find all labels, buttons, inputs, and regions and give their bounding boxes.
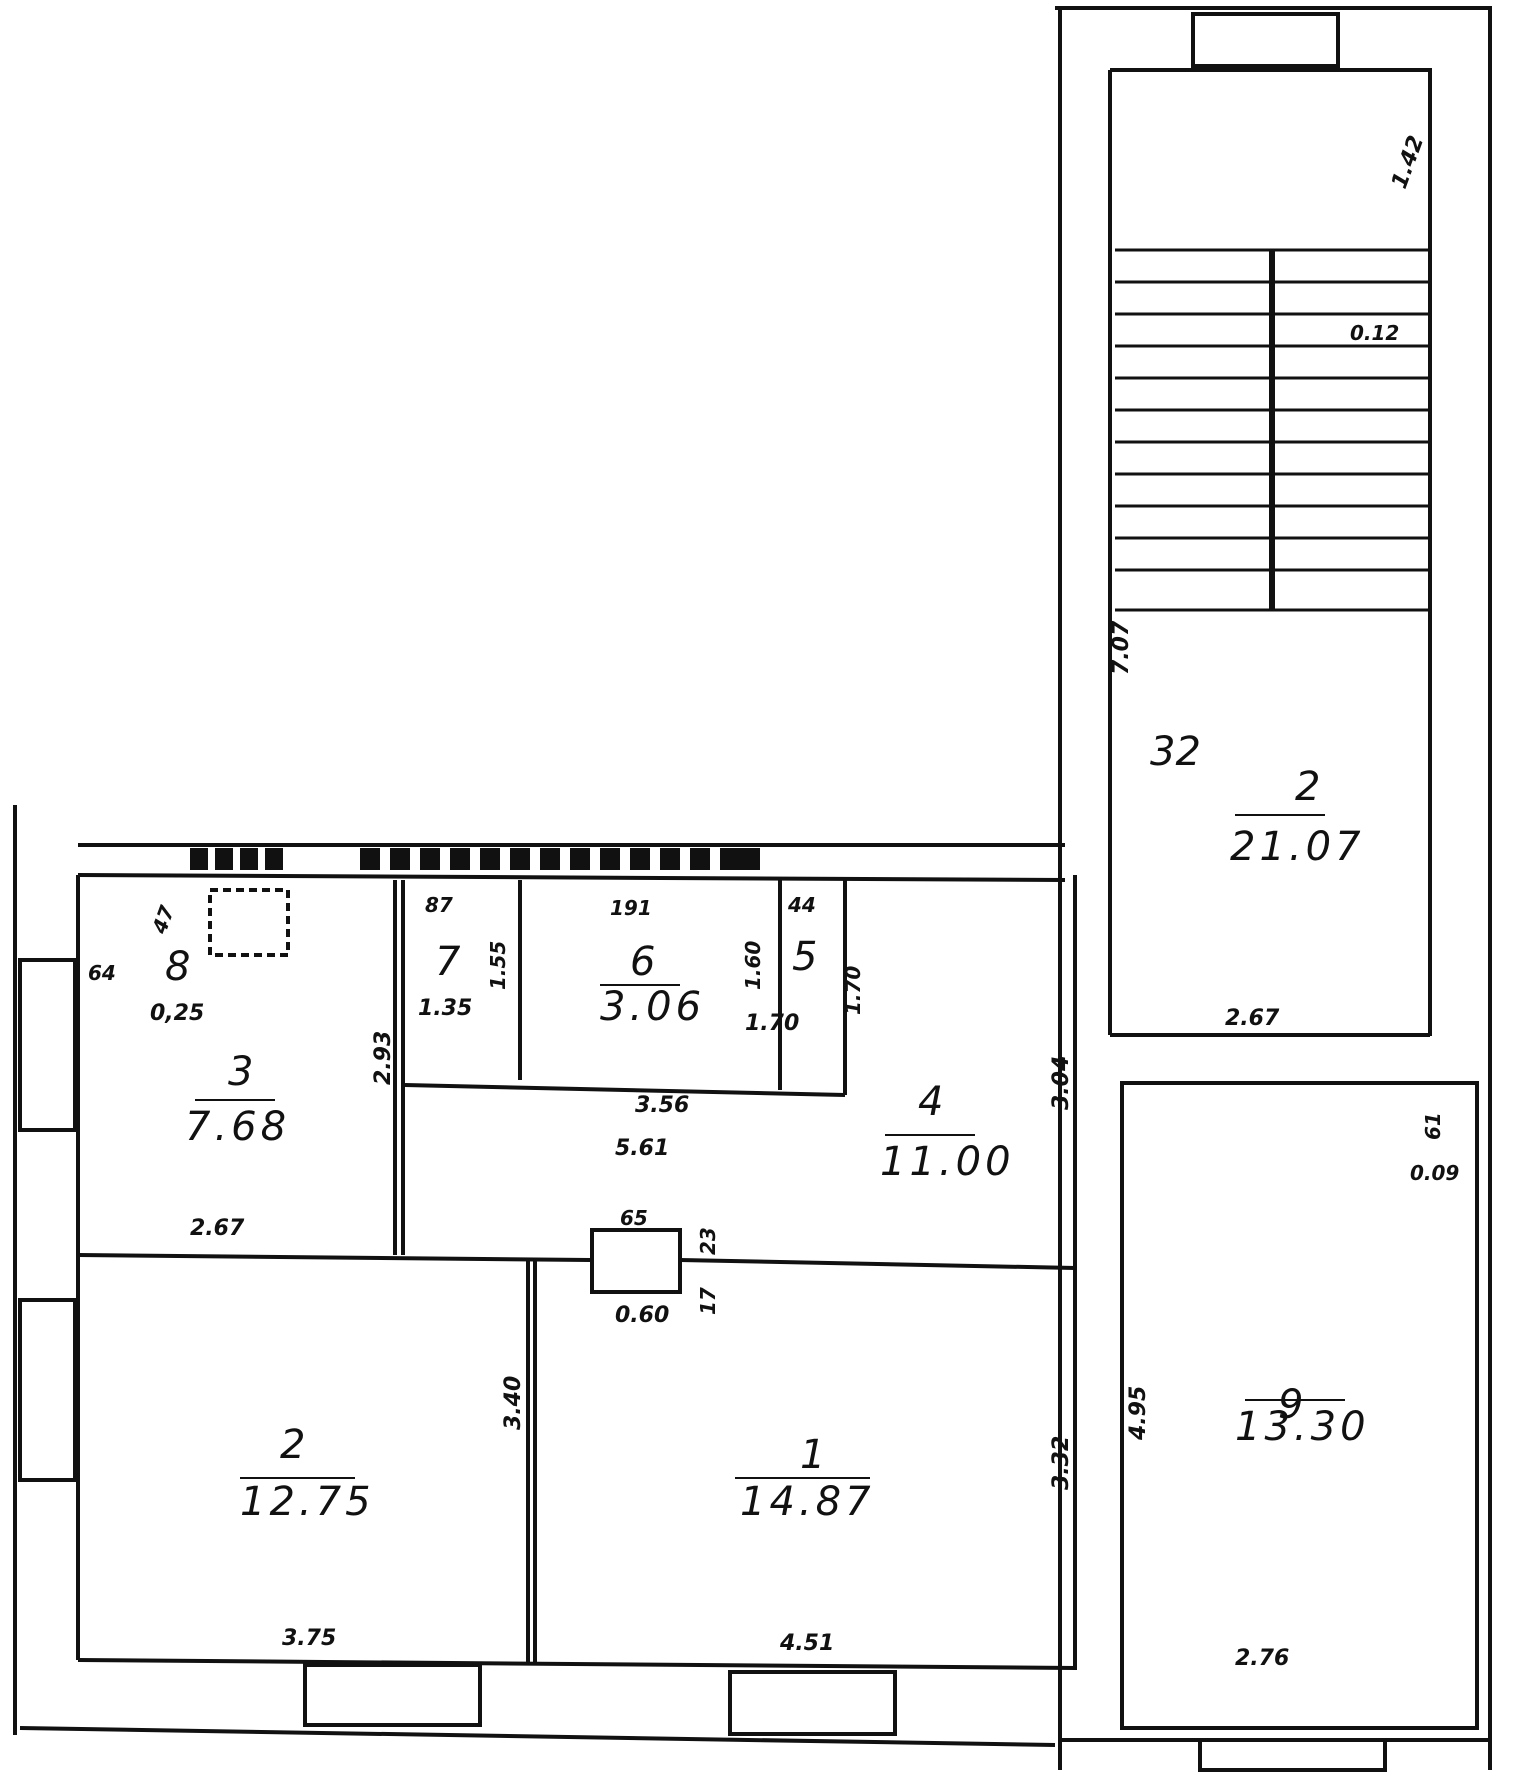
room-2-right-area: 21.07 — [1230, 824, 1365, 870]
dim-87: 87 — [425, 893, 453, 917]
dim-61: 61 — [1421, 1112, 1445, 1140]
room-9-number: 9 — [1278, 1382, 1303, 1428]
dim-3-40: 3.40 — [501, 1376, 526, 1430]
room-2-left-area: 12.75 — [240, 1479, 375, 1525]
room-6-area: 3.06 — [600, 984, 705, 1030]
room-5-number: 5 — [792, 934, 817, 980]
room-2-left-number: 2 — [280, 1422, 305, 1468]
dim-2-67-room2: 2.67 — [1225, 1006, 1280, 1031]
room-8-area: 0,25 — [150, 1001, 204, 1026]
dim-2-67-room3: 2.67 — [190, 1216, 245, 1241]
dim-3-04: 3.04 — [1049, 1056, 1074, 1110]
dim-1-70: 1.70 — [841, 966, 865, 1015]
dim-23: 23 — [696, 1227, 720, 1255]
dim-1-55: 1.55 — [486, 941, 510, 990]
room-4-area: 11.00 — [880, 1139, 1015, 1185]
dim-5-61: 5.61 — [615, 1136, 669, 1161]
dim-0-09: 0.09 — [1410, 1161, 1459, 1185]
dim-3-75: 3.75 — [282, 1626, 336, 1651]
dim-17: 17 — [696, 1287, 720, 1315]
vent-blocks — [190, 848, 760, 870]
room-7-area: 1.35 — [418, 996, 472, 1021]
dim-1-42: 1.42 — [1387, 132, 1429, 192]
room-3-area: 7.68 — [185, 1104, 290, 1150]
room-8-number: 8 — [165, 944, 190, 990]
room-4-number: 4 — [918, 1079, 943, 1125]
room-7-number: 7 — [435, 939, 461, 985]
dim-191: 191 — [610, 896, 652, 920]
dim-2-76: 2.76 — [1235, 1646, 1289, 1671]
dim-32: 32 — [1150, 729, 1201, 775]
dim-0-12: 0.12 — [1350, 321, 1399, 345]
room-6-number: 6 — [630, 939, 655, 985]
staircase — [1115, 248, 1430, 612]
room-labels: 1 14.87 2 12.75 3 7.68 4 11.00 5 1.70 6 … — [150, 764, 1370, 1525]
dim-3-56: 3.56 — [635, 1093, 689, 1118]
dimension-labels: 1.42 0.12 32 7.07 2.67 3.04 61 0.09 4.95… — [88, 132, 1459, 1671]
dim-4-95: 4.95 — [1126, 1386, 1151, 1441]
dim-65: 65 — [620, 1206, 648, 1230]
dim-2-93: 2.93 — [371, 1031, 396, 1085]
room-9-area: 13.30 — [1235, 1404, 1370, 1450]
dim-0-60: 0.60 — [615, 1303, 669, 1328]
dim-1-60: 1.60 — [741, 941, 765, 990]
room-5-area: 1.70 — [745, 1011, 799, 1036]
room-3-number: 3 — [228, 1049, 253, 1095]
dim-47: 47 — [147, 902, 179, 937]
dim-7-07: 7.07 — [1109, 620, 1134, 675]
dim-64: 64 — [88, 961, 116, 985]
walls — [13, 6, 1492, 1772]
dim-44: 44 — [787, 893, 816, 917]
dim-4-51: 4.51 — [779, 1631, 834, 1656]
room-1-number: 1 — [800, 1432, 825, 1478]
dim-3-32: 3.32 — [1049, 1436, 1074, 1490]
room-2-right-number: 2 — [1295, 764, 1320, 810]
room-1-area: 14.87 — [740, 1479, 875, 1525]
